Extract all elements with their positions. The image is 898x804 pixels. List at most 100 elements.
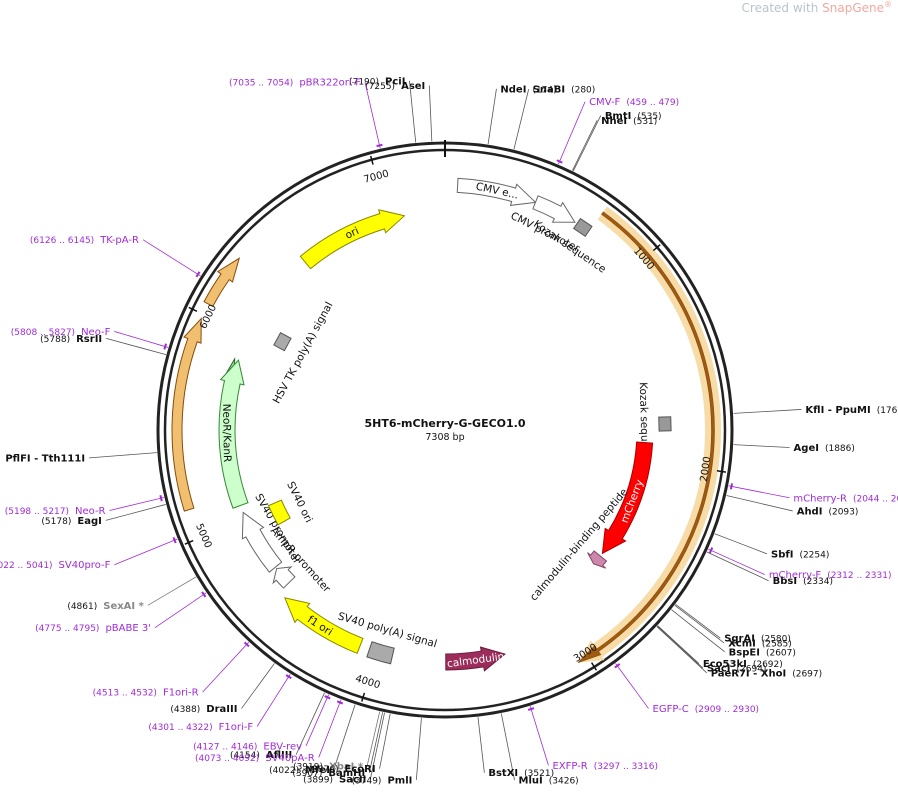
site-label: (3907)BamHI — [292, 768, 365, 779]
site-label: (3919)XbaI * — [293, 762, 364, 773]
feature-arrow — [267, 499, 291, 526]
site-mfei[interactable]: (4022)MfeI — [269, 704, 356, 776]
site-position: (2580) — [761, 635, 791, 645]
feature-ori[interactable]: ori — [299, 209, 406, 270]
site-saci[interactable]: SacI(2694) — [657, 625, 766, 675]
site-mcherry-f[interactable]: mCherry-F(2312 .. 2331) — [708, 547, 891, 582]
site-position: (5022 .. 5041) — [0, 561, 53, 571]
site-exfp-r[interactable]: EXFP-R(3297 .. 3316) — [527, 706, 658, 772]
site-snabi[interactable]: SnaBI(280) — [513, 85, 595, 150]
feature-kozak-sequence[interactable]: Kozak sequence — [531, 217, 608, 276]
site-position: (459 .. 479) — [626, 98, 679, 108]
site-bbsi[interactable]: BbsI(2334) — [706, 551, 833, 587]
site-tk-pa-r[interactable]: (6126 .. 6145)TK-pA-R — [30, 235, 201, 278]
feature-arrow — [445, 646, 507, 672]
site-pbr322ori-f[interactable]: (7035 .. 7054)pBR322ori-F — [229, 78, 383, 149]
site-label: (6126 .. 6145)TK-pA-R — [30, 235, 139, 246]
site-mcherry-r[interactable]: mCherry-R(2044 .. 2062) — [728, 483, 898, 504]
site-xcmi[interactable]: XcmI(2585) — [674, 604, 792, 649]
site-pmli[interactable]: (3749)PmlI — [352, 718, 422, 786]
site-pbabe-3[interactable]: (4775 .. 4795)pBABE 3' — [35, 591, 207, 634]
feature-cmv-e[interactable]: CMV e... — [456, 177, 537, 206]
snapgene-watermark: Created with SnapGene® — [742, 0, 892, 15]
site-f1ori-r[interactable]: (4513 .. 4532)F1ori-R — [93, 641, 250, 699]
site-leader-line — [379, 713, 391, 769]
site-neo-r[interactable]: (5198 .. 5217) Neo-R — [5, 494, 165, 517]
plasmid-length: 7308 bp — [425, 432, 464, 443]
site-sacii[interactable]: (3899)SacII — [303, 712, 385, 786]
site-bmti[interactable]: BmtI(535) — [572, 111, 662, 172]
site-f1ori-f[interactable]: (4301 .. 4322)F1ori-F — [148, 673, 292, 733]
site-label: KflI - PpuMI(1760) — [805, 405, 898, 416]
site-position: (2607) — [766, 648, 796, 658]
primer-mark — [243, 641, 250, 648]
site-label: (4301 .. 4322)F1ori-F — [148, 722, 253, 733]
site-egfp-c[interactable]: EGFP-C(2909 .. 2930) — [614, 663, 759, 715]
feature-hsv-tk-poly-a-signal[interactable]: HSV TK poly(A) signal — [271, 300, 336, 406]
site-position: (4388) — [170, 705, 200, 715]
site-position: (2692) — [753, 660, 783, 670]
outer-orange-arc-upper-left[interactable] — [203, 257, 241, 308]
site-ahdi[interactable]: AhdI(2093) — [726, 495, 859, 518]
site-nhei[interactable]: NheI(531) — [572, 116, 657, 171]
primer-mark — [376, 143, 383, 148]
primer-mark — [285, 674, 292, 680]
site-position: (5198 .. 5217) — [5, 507, 69, 517]
site-eco53ki[interactable]: Eco53kI(2692) — [657, 625, 783, 670]
site-label: (4775 .. 4795)pBABE 3' — [35, 623, 151, 634]
site-leader-line — [109, 497, 165, 511]
site-pflfi-tth111i[interactable]: (5390)PflFI - Tth111I — [0, 452, 157, 465]
site-xbai[interactable]: (3919)XbaI * — [293, 711, 381, 773]
site-position: (6126 .. 6145) — [30, 236, 94, 246]
site-name: F1ori-R — [163, 688, 199, 699]
site-pcii[interactable]: (7190)PciI — [349, 76, 417, 143]
feature-mcherry[interactable]: mCherry — [601, 441, 654, 555]
site-position: (4127 .. 4146) — [193, 742, 257, 752]
site-label: (7255)AseI — [365, 81, 425, 92]
site-neo-f[interactable]: (5808 .. 5827)Neo-F — [11, 327, 169, 350]
site-ecori[interactable]: (3876)EcoRI — [309, 713, 391, 775]
site-name: mCherry-F — [769, 570, 822, 581]
site-name: PciI — [385, 76, 405, 87]
primer-mark — [556, 159, 563, 164]
site-ebv-rev[interactable]: (4127 .. 4146)EBV-rev — [193, 694, 331, 753]
site-kfli-ppumi[interactable]: KflI - PpuMI(1760) — [733, 405, 898, 416]
site-name: PflFI - Tth111I — [5, 453, 85, 464]
site-position: (3919) — [293, 763, 323, 773]
site-leader-line — [415, 718, 422, 780]
site-cmv-f[interactable]: CMV-F(459 .. 479) — [556, 97, 679, 165]
tick-label: 7000 — [363, 168, 390, 185]
site-paer7i-xhoi[interactable]: PaeR7I - XhoI(2697) — [656, 626, 822, 680]
site-agei[interactable]: AgeI(1886) — [733, 443, 855, 454]
primer-mark — [527, 707, 535, 711]
site-sbfi[interactable]: SbfI(2254) — [714, 533, 830, 561]
feature-calmodulin[interactable]: calmodulin — [445, 646, 507, 672]
site-sv40pro-f[interactable]: (5022 .. 5041)SV40pro-F — [0, 537, 178, 571]
brand-name: SnapGene — [822, 1, 884, 15]
site-eagi[interactable]: (5178)EagI — [41, 504, 166, 527]
site-label: (4861)SexAI * — [67, 601, 144, 612]
feature-neor-kanr[interactable]: NeoR/KanR — [218, 359, 249, 509]
site-asei[interactable]: (7255)AseI — [365, 81, 433, 142]
site-label: SbfI(2254) — [771, 549, 829, 560]
site-name: Neo-R — [75, 506, 106, 517]
site-bspei[interactable]: BspEI(2607) — [671, 609, 796, 659]
site-draiii[interactable]: (4388)DraIII — [170, 663, 275, 715]
outer-orange-arc-left[interactable] — [171, 317, 202, 512]
site-sgrai[interactable]: SgrAI(2580) — [675, 603, 791, 645]
primer-mark — [729, 483, 734, 490]
site-ndei[interactable]: NdeI(174) — [487, 84, 557, 145]
site-leader-line — [714, 533, 768, 555]
feature-sv40-ori[interactable]: SV40 ori — [267, 480, 315, 526]
feature-5ht6[interactable] — [577, 206, 721, 663]
site-mlui[interactable]: MluI(3426) — [500, 713, 579, 787]
site-label: BstXI(3521) — [488, 768, 554, 779]
site-sexai[interactable]: (4861)SexAI * — [67, 576, 197, 612]
site-bamhi[interactable]: (3907)BamHI — [292, 712, 384, 779]
site-label: AhdI(2093) — [797, 506, 859, 517]
site-rsrii[interactable]: (5788)RsrII — [40, 334, 167, 355]
site-afliii[interactable]: (4154)AflIII — [230, 692, 325, 761]
site-sv40pa-r[interactable]: (4073 .. 4092)SV40pA-R — [195, 699, 344, 764]
site-bstxi[interactable]: BstXI(3521) — [477, 717, 554, 779]
feature-arrow — [587, 550, 608, 569]
